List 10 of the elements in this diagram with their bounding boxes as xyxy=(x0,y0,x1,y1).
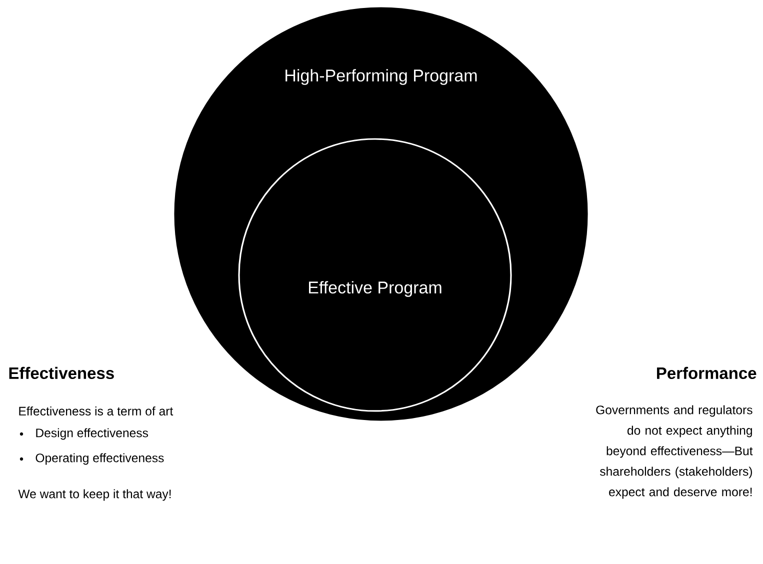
circle-label: Effective Program xyxy=(309,281,442,297)
body-text: Effectiveness is a term of art xyxy=(19,406,174,416)
body-text: Governments and regulators do not expect anything beyond effectiveness—But shareholders (stakeholders) expect and deserve more! xyxy=(596,405,753,499)
section-heading: Performance xyxy=(657,366,756,380)
inner-circle xyxy=(238,138,512,412)
circle-label: High-Performing Program xyxy=(286,69,477,85)
body-text: We want to keep it that way! xyxy=(18,489,171,501)
bullet-item: Design effectiveness xyxy=(36,428,148,440)
section-heading: Effectiveness xyxy=(9,366,114,380)
bullet-item: Operating effectiveness xyxy=(36,453,164,465)
